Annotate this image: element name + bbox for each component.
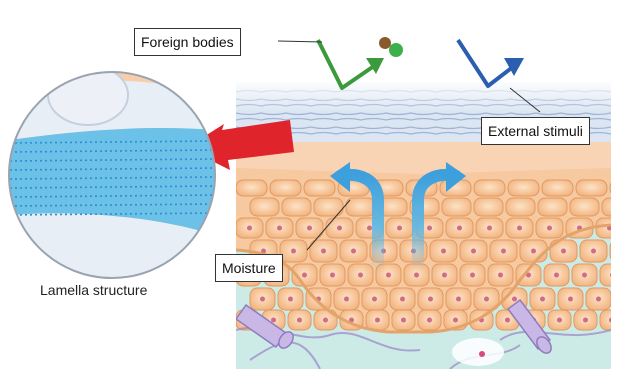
foreign-particle-brown — [379, 37, 391, 49]
moisture-callout: Moisture — [215, 254, 283, 282]
lamella-structure-caption: Lamella structure — [40, 282, 147, 298]
foreign-particle-green — [389, 43, 403, 57]
lamella-magnifier — [9, 65, 215, 290]
cell-nucleus-white — [452, 338, 504, 366]
top-fade — [236, 82, 611, 112]
foreign-bodies-arrow — [318, 37, 403, 88]
external-stimuli-arrow — [458, 40, 524, 86]
foreign-bodies-callout: Foreign bodies — [134, 28, 241, 56]
external-stimuli-callout: External stimuli — [481, 117, 590, 145]
epidermis-cells — [236, 180, 633, 330]
red-dot — [479, 351, 485, 357]
